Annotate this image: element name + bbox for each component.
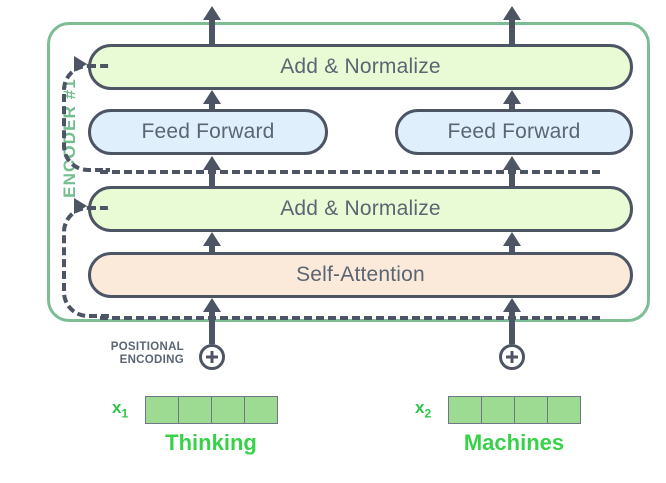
embedding-cell bbox=[244, 396, 278, 424]
arrow-head bbox=[503, 232, 521, 246]
add-normalize-bottom-label: Add & Normalize bbox=[280, 197, 441, 220]
arrow-head bbox=[503, 6, 521, 20]
arrow-head bbox=[203, 298, 221, 312]
token-label-1: x1 bbox=[112, 398, 128, 420]
token-label-2: x2 bbox=[415, 398, 431, 420]
add-normalize-bottom-block[interactable]: Add & Normalize bbox=[88, 186, 633, 232]
embedding-cell bbox=[481, 396, 515, 424]
arrow-shaft bbox=[509, 306, 515, 344]
feed-forward-right-label: Feed Forward bbox=[447, 120, 581, 143]
arrow-shaft bbox=[509, 164, 515, 188]
feed-forward-right-block[interactable]: Feed Forward bbox=[395, 109, 633, 155]
arrow-shaft bbox=[509, 98, 515, 112]
arrow-head bbox=[503, 156, 521, 170]
self-attention-label: Self-Attention bbox=[296, 263, 425, 286]
arrow-head bbox=[503, 298, 521, 312]
embedding-cell bbox=[211, 396, 245, 424]
residual-curve-upper bbox=[62, 64, 110, 172]
embedding-cell bbox=[178, 396, 212, 424]
add-normalize-top-label: Add & Normalize bbox=[280, 55, 441, 78]
token-label-1-index: 1 bbox=[121, 406, 129, 421]
positional-encoding-label: POSITIONAL ENCODING bbox=[88, 341, 184, 367]
token-label-1-text: x bbox=[112, 398, 122, 417]
add-normalize-top-block[interactable]: Add & Normalize bbox=[88, 44, 633, 90]
embedding-row-2 bbox=[448, 396, 581, 424]
addnorm-to-ff-arrow-right bbox=[503, 156, 521, 188]
arrow-shaft bbox=[509, 14, 515, 46]
residual-line-lower-horizontal bbox=[100, 316, 600, 320]
residual-arrow-head-upper bbox=[74, 56, 87, 72]
plus-circle-icon-left bbox=[199, 344, 225, 370]
arrow-head bbox=[503, 90, 521, 104]
embedding-row-1 bbox=[145, 396, 278, 424]
token-label-2-text: x bbox=[415, 398, 425, 417]
embedding-cell bbox=[514, 396, 548, 424]
plus-circle-icon-right bbox=[499, 344, 525, 370]
arrow-shaft bbox=[509, 240, 515, 254]
arrow-shaft bbox=[209, 306, 215, 344]
ff-to-addnorm-arrow-right bbox=[503, 90, 521, 112]
arrow-head bbox=[203, 156, 221, 170]
arrow-head bbox=[203, 90, 221, 104]
feed-forward-left-label: Feed Forward bbox=[141, 120, 275, 143]
selfattn-to-addnorm-arrow-left bbox=[203, 232, 221, 254]
input-word-1: Thinking bbox=[165, 430, 257, 455]
positional-encoding-line1: POSITIONAL bbox=[110, 341, 184, 353]
arrow-shaft bbox=[209, 164, 215, 188]
input-arrow-right bbox=[503, 298, 521, 344]
output-arrow-right bbox=[503, 6, 521, 46]
embedding-cell bbox=[448, 396, 482, 424]
embedding-cell bbox=[145, 396, 179, 424]
ff-to-addnorm-arrow-left bbox=[203, 90, 221, 112]
output-arrow-left bbox=[203, 6, 221, 46]
arrow-shaft bbox=[209, 98, 215, 112]
feed-forward-left-block[interactable]: Feed Forward bbox=[88, 109, 328, 155]
positional-encoding-line2: ENCODING bbox=[119, 354, 184, 366]
residual-arrow-head-lower bbox=[74, 198, 87, 214]
addnorm-to-ff-arrow-left bbox=[203, 156, 221, 188]
residual-line-upper-horizontal bbox=[100, 170, 600, 174]
arrow-head bbox=[203, 232, 221, 246]
input-arrow-left bbox=[203, 298, 221, 344]
residual-curve-lower bbox=[62, 206, 110, 318]
token-label-2-index: 2 bbox=[424, 406, 432, 421]
encoder-container bbox=[47, 22, 650, 322]
arrow-head bbox=[203, 6, 221, 20]
embedding-cell bbox=[547, 396, 581, 424]
selfattn-to-addnorm-arrow-right bbox=[503, 232, 521, 254]
input-word-2: Machines bbox=[463, 430, 565, 455]
arrow-shaft bbox=[209, 240, 215, 254]
self-attention-block[interactable]: Self-Attention bbox=[88, 252, 633, 298]
arrow-shaft bbox=[209, 14, 215, 46]
